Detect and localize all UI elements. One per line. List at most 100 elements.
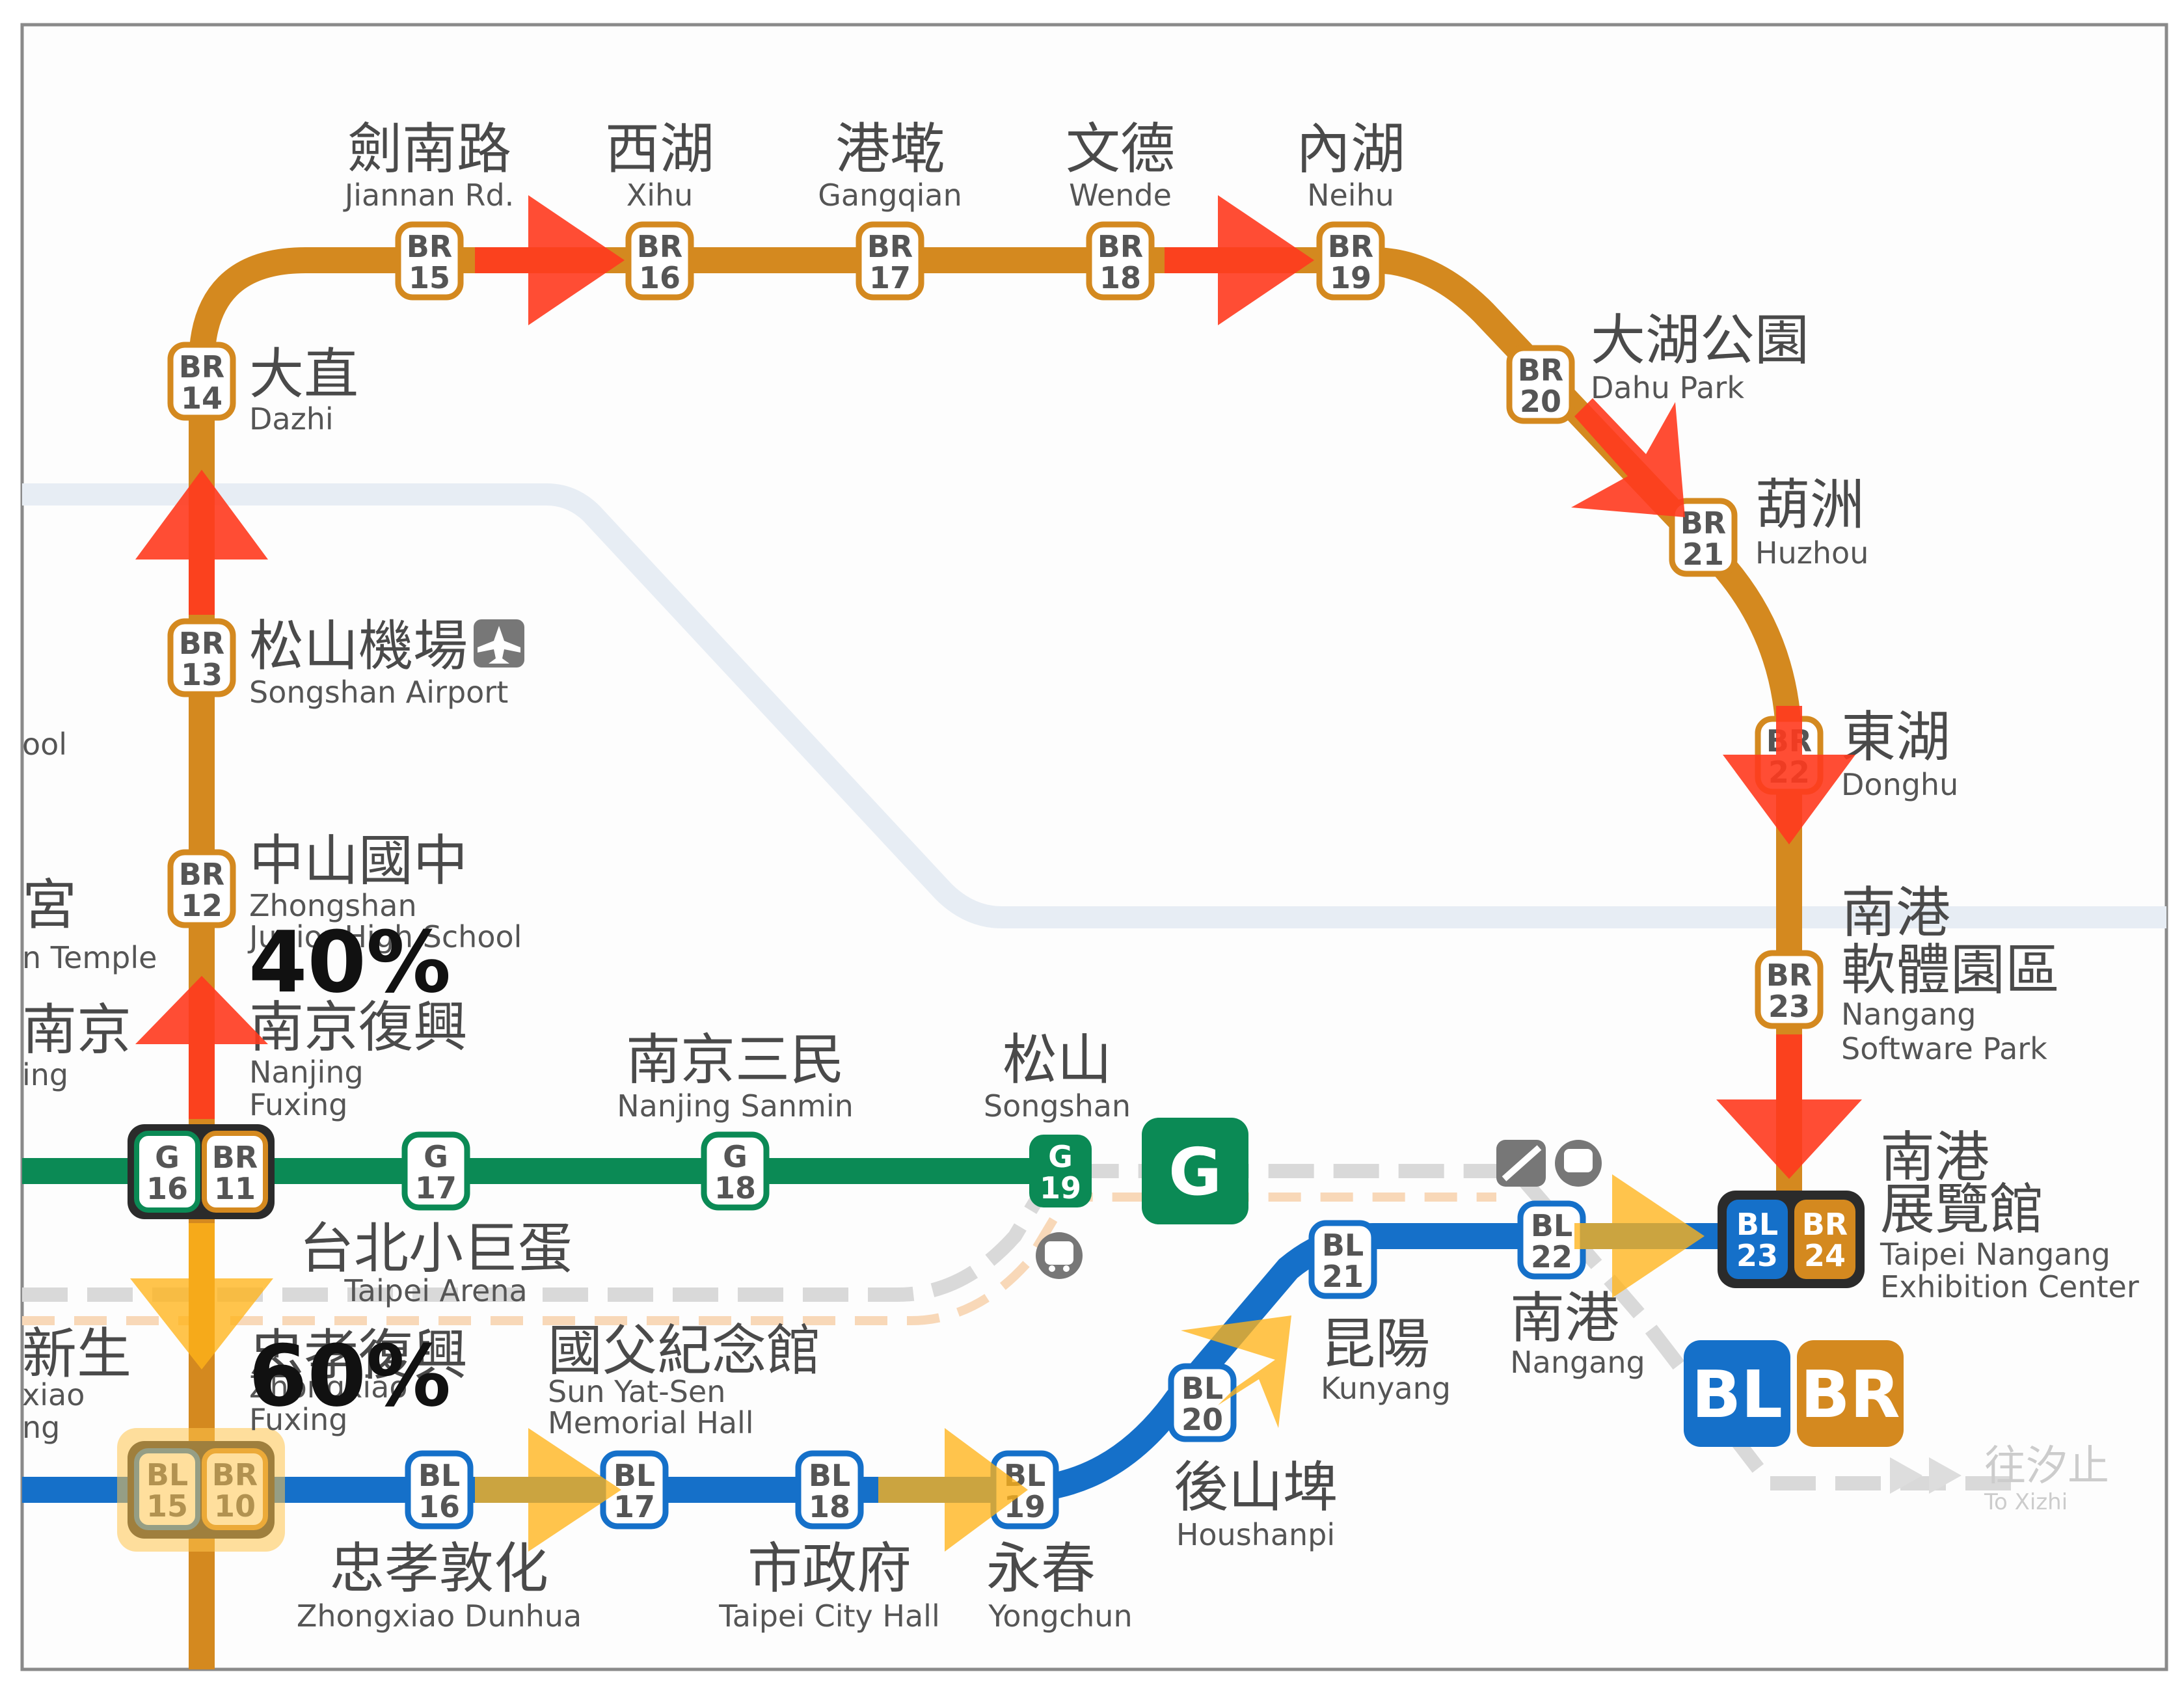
svg-text:BR: BR: [1518, 353, 1563, 388]
arrow-right-icon: [1574, 1174, 1705, 1298]
edge-fragment-xiao: xiao: [22, 1377, 85, 1412]
svg-text:11: 11: [214, 1171, 256, 1206]
station-name-zh: 西湖: [605, 117, 714, 181]
station-name-en: Nanjing: [249, 1055, 364, 1090]
station-name-en: Huzhou: [1755, 535, 1868, 571]
arrow-diagonal-icon: [1571, 398, 1685, 517]
arrow-down-icon: [1723, 706, 1855, 844]
station-name-en: Fuxing: [249, 1402, 347, 1437]
svg-text:BR: BR: [867, 229, 913, 264]
edge-fragment-ool: ool: [22, 727, 67, 762]
station-badge-bl23-br24[interactable]: BL 23 BR 24: [1718, 1191, 1865, 1288]
svg-text:23: 23: [1736, 1238, 1778, 1273]
svg-text:14: 14: [181, 381, 222, 416]
svg-text:12: 12: [181, 888, 222, 923]
station-badge-bl18[interactable]: BL 18: [795, 1450, 864, 1530]
station-badge-g17[interactable]: G 17: [401, 1131, 470, 1211]
airport-icon: [474, 619, 524, 667]
station-badge-g19[interactable]: G 19: [1029, 1135, 1092, 1207]
svg-text:BL: BL: [1322, 1228, 1364, 1263]
to-xizhi-zh: 往汐止: [1984, 1442, 2109, 1490]
station-badge-br23[interactable]: BR 23: [1755, 950, 1824, 1029]
station-badge-br18[interactable]: BR 18: [1086, 221, 1155, 301]
station-name-zh: 葫洲: [1755, 473, 1865, 537]
svg-text:16: 16: [418, 1489, 460, 1524]
station-name-en: Nanjing Sanmin: [617, 1088, 854, 1124]
svg-text:13: 13: [181, 657, 222, 692]
brown-line-badge[interactable]: BR: [1797, 1340, 1904, 1447]
station-name-en: Houshanpi: [1176, 1517, 1335, 1552]
arrow-right-icon: [475, 1428, 621, 1552]
station-name-zh: 市政府: [748, 1537, 911, 1600]
station-name-en: Songshan Airport: [249, 675, 508, 710]
svg-text:18: 18: [714, 1170, 756, 1206]
background-line: [22, 483, 2166, 928]
arrow-right-icon: [1165, 195, 1314, 325]
svg-text:19: 19: [1330, 260, 1371, 295]
station-badge-br17[interactable]: BR 17: [856, 221, 924, 301]
svg-text:BL: BL: [1531, 1208, 1572, 1243]
station-name-en: Zhongxiao: [249, 1369, 408, 1405]
station-name-zh: 南京復興: [249, 995, 468, 1059]
station-badge-bl16[interactable]: BL 16: [405, 1450, 474, 1530]
blue-line-badge[interactable]: BL: [1684, 1340, 1790, 1447]
svg-text:BR: BR: [1680, 506, 1726, 541]
svg-text:16: 16: [146, 1171, 188, 1206]
station-badge-br19[interactable]: BR 19: [1316, 221, 1385, 301]
station-name-zh: 永春: [986, 1537, 1096, 1600]
station-name-zh: 松山: [1003, 1028, 1112, 1092]
station-badge-bl20[interactable]: BL 20: [1168, 1363, 1237, 1442]
interchange-highlight: [117, 1428, 285, 1552]
svg-text:BL: BL: [1181, 1371, 1223, 1406]
svg-text:21: 21: [1322, 1259, 1364, 1294]
to-xizhi-arrow-icon: [1890, 1457, 1962, 1494]
station-badge-br20[interactable]: BR 20: [1506, 345, 1575, 424]
station-name-en: Nangang: [1841, 997, 1976, 1032]
station-name-en: Kunyang: [1321, 1371, 1451, 1406]
svg-text:BR: BR: [179, 626, 224, 661]
station-badge-bl22[interactable]: BL 22: [1517, 1200, 1586, 1280]
station-badge-br15[interactable]: BR 15: [395, 221, 464, 301]
station-name-zh: 文德: [1066, 117, 1175, 181]
station-badge-br21[interactable]: BR 21: [1669, 498, 1738, 577]
edge-fragment-xinsheng: 新生: [22, 1322, 131, 1386]
station-badge-br12[interactable]: BR 12: [167, 849, 236, 928]
green-line-badge[interactable]: G: [1142, 1118, 1248, 1224]
edge-fragment-temple: n Temple: [22, 940, 157, 975]
station-badge-bl15-br10[interactable]: BL 15 BR 10: [117, 1428, 285, 1552]
edge-fragment-ing: ing: [22, 1057, 68, 1092]
station-name-zh: 南港: [1510, 1286, 1619, 1350]
station-name-en: Taipei Nangang: [1880, 1237, 2110, 1272]
station-name-zh: 港墘: [835, 117, 945, 181]
station-name-en: Xihu: [627, 178, 694, 213]
svg-text:BR: BR: [179, 349, 224, 384]
svg-text:BL: BL: [1736, 1207, 1778, 1242]
svg-text:17: 17: [415, 1170, 457, 1206]
svg-text:BL: BL: [809, 1458, 850, 1493]
station-name-zh: 台北小巨蛋: [299, 1217, 573, 1280]
station-badge-br13[interactable]: BR 13: [167, 618, 236, 697]
station-name-en: Exhibition Center: [1880, 1269, 2139, 1304]
svg-text:BR: BR: [1800, 1356, 1900, 1433]
svg-text:22: 22: [1531, 1239, 1572, 1274]
arrow-up-icon: [135, 976, 268, 1119]
edge-fragment-nanjing: 南京: [22, 998, 131, 1062]
arrow-diagonal-icon: [1181, 1315, 1291, 1428]
station-name-en: Nangang: [1510, 1345, 1645, 1380]
svg-text:BL: BL: [1692, 1356, 1783, 1433]
station-badge-bl21[interactable]: BL 21: [1308, 1220, 1377, 1299]
station-badge-br14[interactable]: BR 14: [167, 342, 236, 421]
edge-fragment-gong: 宮: [22, 873, 77, 937]
station-name-en: Taipei Arena: [344, 1273, 527, 1308]
to-xizhi-en: To Xizhi: [1984, 1489, 2068, 1515]
station-badge-br16[interactable]: BR 16: [625, 221, 694, 301]
arrow-right-icon: [878, 1428, 1028, 1552]
svg-text:17: 17: [613, 1489, 655, 1524]
to-xizhi-direction: 往汐止 To Xizhi: [1890, 1442, 2109, 1515]
svg-text:BR: BR: [407, 229, 452, 264]
station-badge-g18[interactable]: G 18: [701, 1131, 770, 1211]
station-badge-g16-br11[interactable]: G 16 BR 11: [128, 1124, 275, 1219]
svg-text:BR: BR: [1766, 958, 1812, 993]
edge-fragment-ng: ng: [22, 1410, 60, 1445]
svg-text:17: 17: [869, 260, 911, 295]
